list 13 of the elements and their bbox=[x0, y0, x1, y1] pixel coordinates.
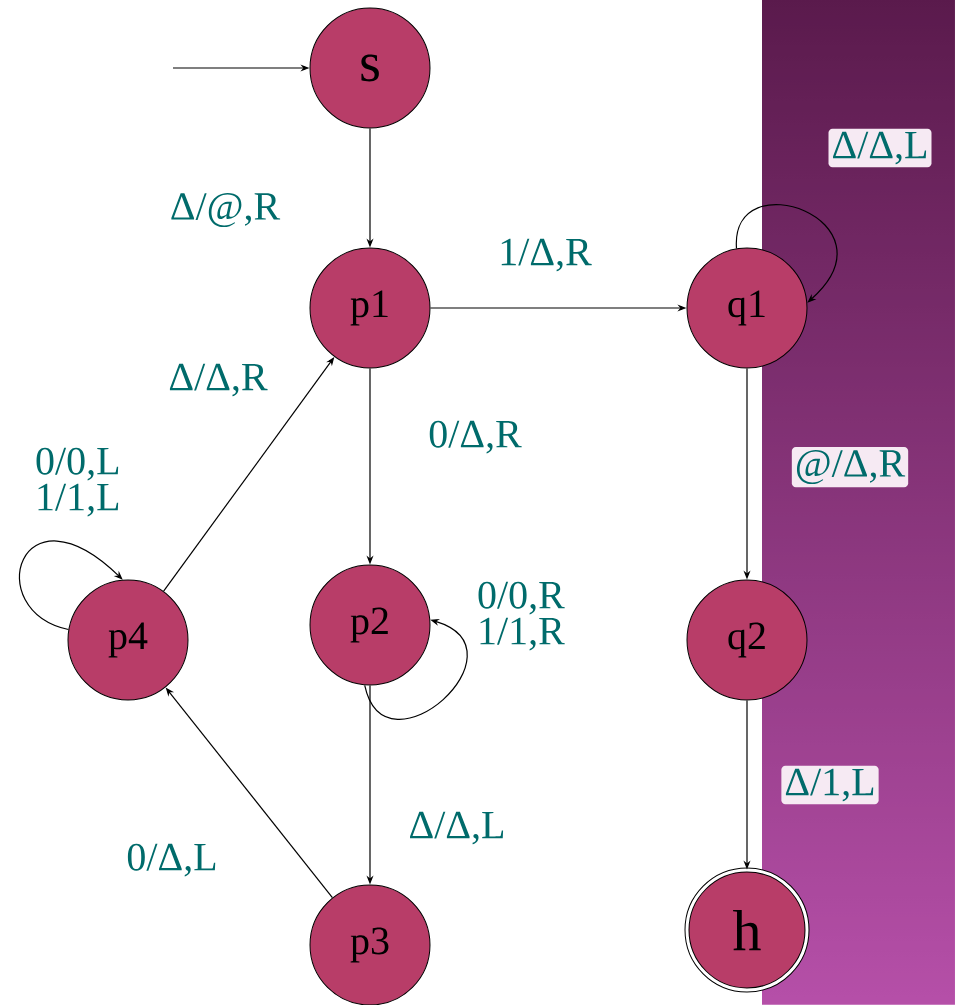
edge-label: Δ/@,R bbox=[171, 192, 281, 228]
edge-label: 0/0,L 1/1,L bbox=[36, 447, 119, 517]
edge-label: Δ/Δ,L bbox=[410, 811, 504, 845]
loop-arrow bbox=[19, 540, 123, 631]
edge-label: Δ/Δ,L bbox=[828, 128, 932, 168]
loop-arrow bbox=[735, 204, 837, 303]
edge-label: 1/Δ,R bbox=[501, 238, 592, 272]
edge-label: 0/Δ,L bbox=[127, 843, 216, 877]
edge-label: 0/0,R 1/1,R bbox=[478, 581, 565, 651]
edge-label: Δ/Δ,R bbox=[169, 363, 268, 397]
edge-label: 0/Δ,R bbox=[429, 420, 522, 454]
edge-label: Δ/1,L bbox=[781, 765, 879, 805]
edge-label: @/Δ,R bbox=[791, 446, 909, 488]
